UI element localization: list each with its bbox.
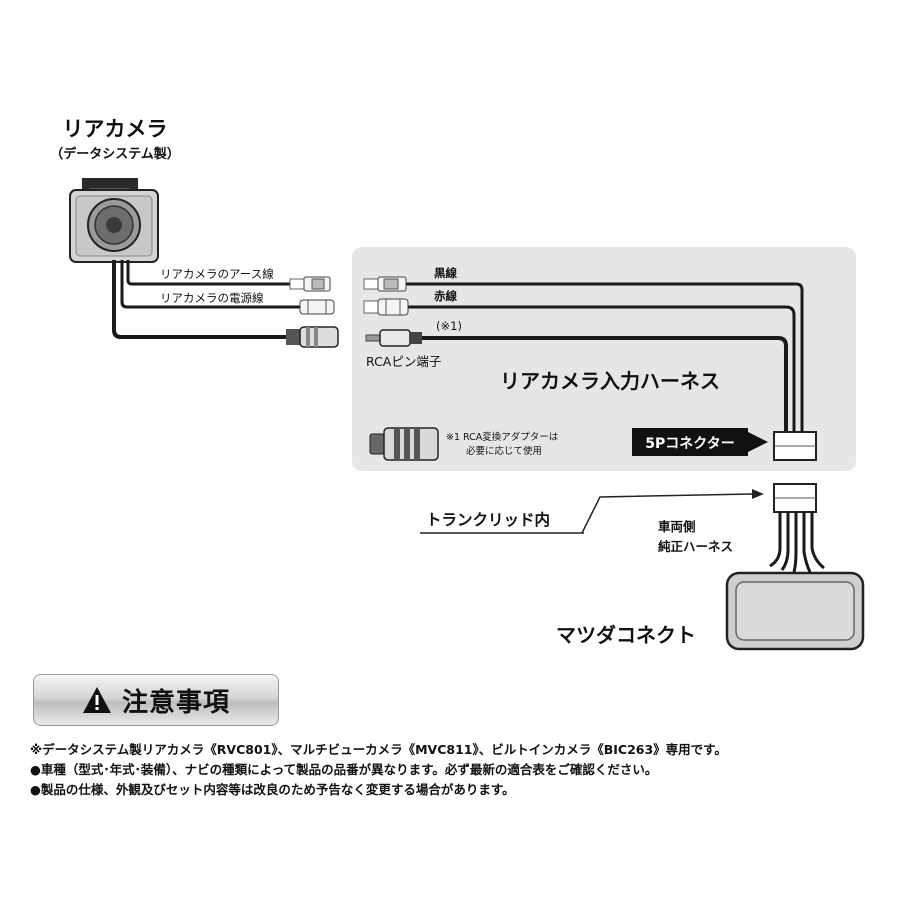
warning-icon [82,687,111,713]
black-wire-label: 黒線 [434,266,457,280]
caution-note: ●製品の仕様、外観及びセット内容等は改良のため予告なく変更する場合があります。 [30,782,515,797]
camera-subtitle: （データシステム製） [50,146,180,162]
adapter-note-line2: 必要に応じて使用 [466,445,542,457]
adapter-note-line1: ※1 RCA変換アダプターは [446,431,559,443]
rca-connector-female [286,326,339,348]
caution-note: ※データシステム製リアカメラ《RVC801》、マルチビューカメラ《MVC811》… [30,742,727,757]
camera-icon [69,178,159,263]
arrow-right-icon [748,432,768,452]
connector-label: 5Pコネクター [645,436,734,452]
trunk-leader-line [581,493,753,534]
earth-wire-label: リアカメラのアース線 [160,267,274,281]
rca-pin-label: RCAピン端子 [366,354,441,369]
red-wire-connector [363,298,409,316]
rca-adapter-icon [369,427,439,461]
arrow-right-icon [752,489,764,499]
harness-panel [352,247,856,471]
connector-label-box [632,428,748,456]
harness-title: リアカメラ入力ハーネス [500,369,720,393]
caution-note: ●車種（型式･年式･装備）、ナビの種類によって製品の品番が異なります。必ず最新の… [30,762,658,777]
caution-notes: ※データシステム製リアカメラ《RVC801》、マルチビューカメラ《MVC811》… [30,740,890,800]
vehicle-harness-wires [769,512,825,573]
caution-title: 注意事項 [121,687,230,718]
vehicle-harness-line2: 純正ハーネス [658,539,733,554]
red-wire-label: 赤線 [434,289,457,303]
caution-banner: 注意事項 [33,674,279,726]
vehicle-harness-line1: 車両側 [658,519,696,534]
harness-wires [405,282,804,432]
camera-wires [112,260,303,339]
camera-title: リアカメラ [63,117,168,141]
black-wire-connector [363,276,407,292]
note-ref-label: (※1) [436,319,462,333]
head-unit-icon [725,571,865,651]
rca-pin-connector [365,329,422,347]
earth-connector-male [289,276,331,292]
unit-label: マツダコネクト [556,623,696,647]
power-wire-label: リアカメラの電源線 [160,291,264,305]
power-connector-female [299,299,335,315]
trunk-label: トランクリッド内 [426,510,550,529]
